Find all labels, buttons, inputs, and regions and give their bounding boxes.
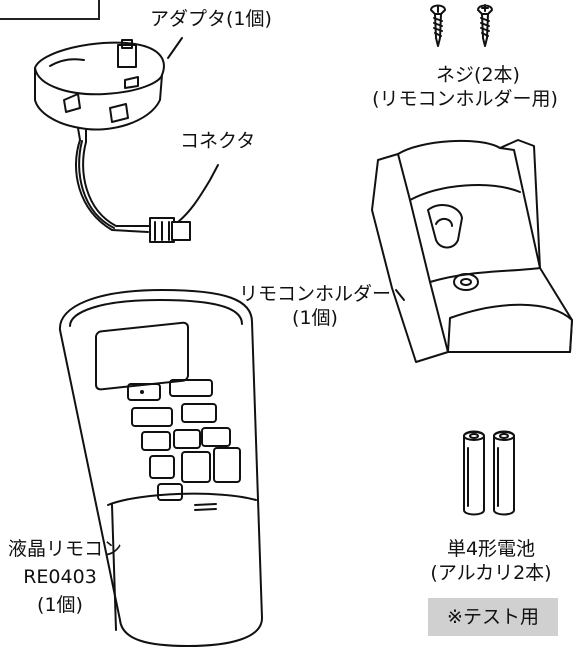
connector-label: コネクタ <box>180 130 256 152</box>
screw-label-line2: (リモコンホルダー用) <box>372 88 558 110</box>
batteries-illustration <box>463 430 515 516</box>
battery-label-line1: 単4形電池 <box>446 538 536 560</box>
connector-wires <box>74 139 151 233</box>
test-use-badge: ※テスト用 <box>428 598 558 636</box>
remote-label-line3: (1個) <box>37 594 83 616</box>
adapter-label: アダプタ(1個) <box>150 8 272 30</box>
screw-label-line1: ネジ(2本) <box>436 64 520 86</box>
remote-control-illustration <box>58 289 263 647</box>
corner-frame <box>0 0 100 20</box>
screws-illustration <box>430 4 493 47</box>
battery-label-line2: (アルカリ2本) <box>430 562 552 584</box>
adapter-illustration <box>34 37 183 143</box>
holder-label-line2: (1個) <box>292 307 338 329</box>
remote-holder-illustration <box>371 139 573 363</box>
holder-label-line1: リモコンホルダー <box>238 283 391 305</box>
remote-label-model: RE0403 <box>23 566 97 588</box>
connector-illustration <box>149 164 219 243</box>
remote-label-line1: 液晶リモコン <box>8 538 123 560</box>
